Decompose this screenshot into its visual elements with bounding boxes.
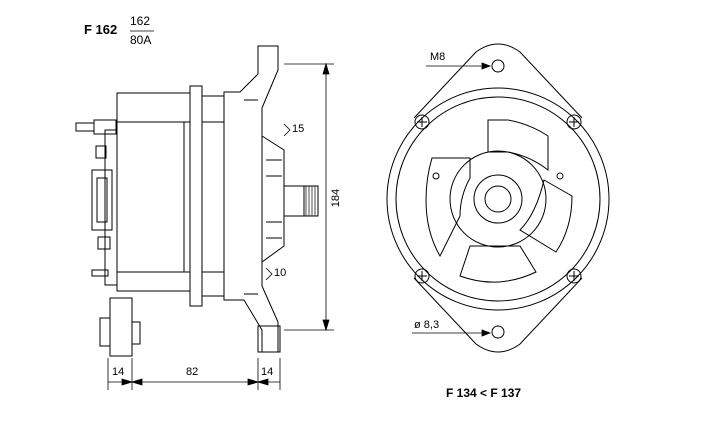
small-hole-1: [432, 172, 440, 180]
terminal-stud-bottom: [91, 269, 109, 277]
front-view: [386, 43, 610, 353]
foot-left: [109, 297, 133, 357]
rear-boss-1: [95, 145, 107, 159]
housing-rear: [116, 92, 191, 292]
flange-top-label: 15: [292, 123, 305, 135]
right-width-label: 14: [261, 366, 274, 378]
terminal-stud-top: [75, 122, 95, 132]
hub-outer: [473, 174, 523, 224]
side-view: [75, 45, 319, 357]
front-view-leaders: [412, 62, 492, 337]
fraction-bottom: 80A: [130, 33, 152, 47]
caption: F 134 < F 137: [446, 386, 522, 400]
center-boss: [449, 150, 547, 248]
bottom-lug-hole: [491, 325, 505, 339]
screw-top-right: [566, 114, 582, 130]
housing-outer-circle: [386, 87, 610, 311]
flange-bottom-label: 10: [274, 267, 287, 279]
vent-window-top: [487, 119, 549, 172]
front-bracket: [223, 45, 279, 353]
height-dimension-label: 184: [330, 189, 342, 207]
shaft-thread: [303, 185, 319, 217]
rear-connector-inner: [96, 177, 108, 223]
top-lug-hole: [491, 59, 505, 73]
foot-right: [257, 325, 281, 353]
housing-inner-circle: [395, 96, 601, 302]
shaft-thread-lines: [305, 186, 316, 216]
screw-bottom-right: [566, 268, 582, 284]
fraction-top: 162: [130, 14, 151, 28]
flange-mark-bottom: [265, 267, 273, 281]
bottom-lug: [413, 277, 583, 353]
hub-bore: [484, 185, 512, 213]
screw-top-left: [414, 114, 430, 130]
screw-bottom-left: [414, 268, 430, 284]
side-view-dimensions: [107, 62, 334, 390]
vent-window-left: [425, 157, 471, 258]
top-lug: [413, 43, 583, 119]
hole-diameter-label: ø 8,3: [414, 319, 440, 331]
shaft-collar: [283, 185, 305, 217]
model-title: F 162: [84, 22, 118, 37]
thread-label: M8: [430, 51, 446, 63]
foot-left-outer: [99, 317, 111, 347]
small-hole-2: [556, 172, 564, 180]
vent-window-bottom: [459, 245, 537, 283]
flange-mark-top: [283, 123, 291, 137]
housing-ring: [189, 85, 203, 307]
body-length-label: 82: [186, 366, 199, 378]
fan-outline: [261, 135, 285, 263]
left-width-label: 14: [112, 366, 125, 378]
vent-window-right: [519, 179, 573, 253]
rear-connector: [91, 169, 113, 231]
housing-front: [201, 95, 225, 297]
foot-left-nut: [131, 321, 141, 345]
rear-boss-2: [97, 236, 111, 250]
